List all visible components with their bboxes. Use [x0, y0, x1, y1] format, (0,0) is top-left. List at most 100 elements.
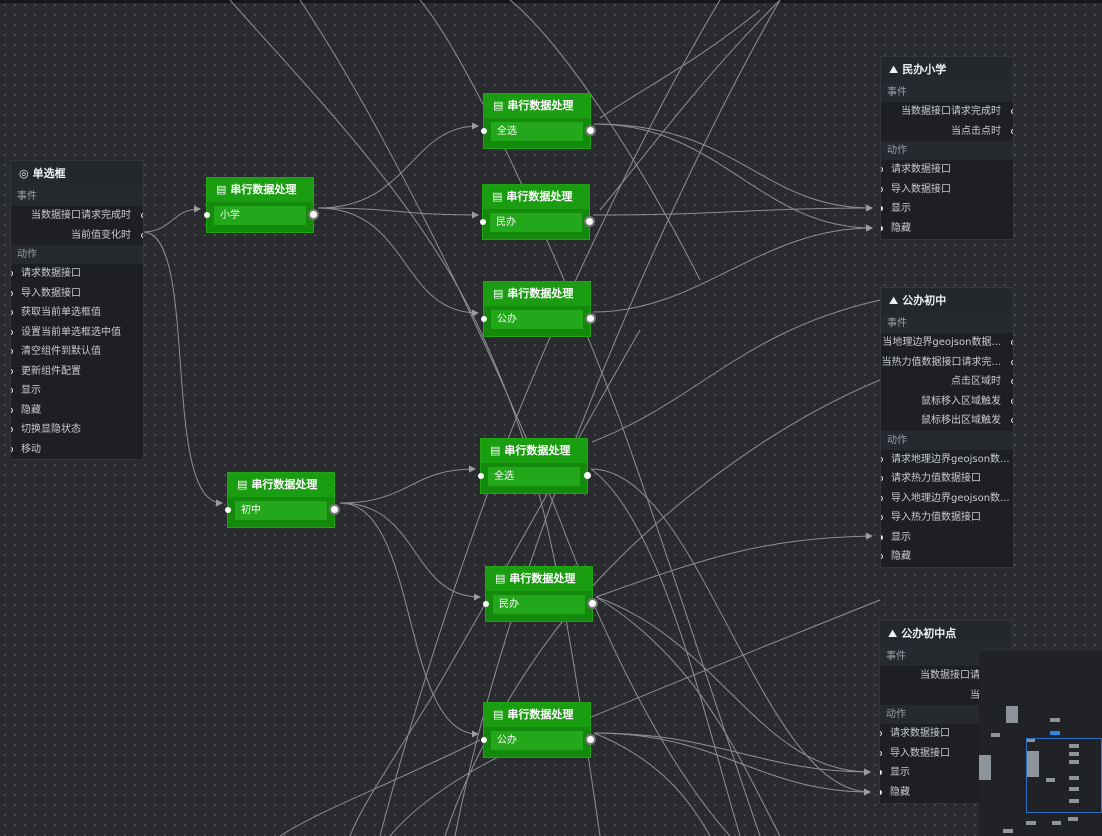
action-item[interactable]: 导入地理边界geojson数... — [881, 489, 1013, 509]
action-item[interactable]: 显示 — [881, 199, 1013, 219]
action-item[interactable]: 请求地理边界geojson数... — [881, 450, 1013, 470]
processor-node-label[interactable]: 全选 — [491, 122, 583, 141]
output-port[interactable] — [141, 213, 143, 218]
processor-node-label[interactable]: 小学 — [214, 206, 306, 225]
output-port[interactable] — [584, 216, 595, 227]
output-port[interactable] — [585, 313, 596, 324]
output-port[interactable] — [308, 209, 319, 220]
input-port[interactable] — [11, 329, 13, 335]
event-item[interactable]: 鼠标移入区域触发 — [881, 392, 1013, 412]
output-port[interactable] — [585, 125, 596, 136]
action-item[interactable]: 显示 — [880, 763, 1012, 783]
input-port[interactable] — [478, 473, 484, 479]
action-item[interactable]: 切换显隐状态 — [11, 420, 143, 440]
input-port[interactable] — [11, 271, 13, 276]
action-item[interactable]: 请求热力值数据接口 — [881, 469, 1013, 489]
event-item[interactable]: 当数据接口请求完成时 — [881, 102, 1013, 122]
processor-node-quanxuan-top[interactable]: ▤串行数据处理 全选 — [481, 93, 596, 149]
processor-node-header[interactable]: ▤串行数据处理 — [228, 473, 334, 497]
input-port[interactable] — [881, 167, 883, 172]
input-port[interactable] — [481, 128, 487, 134]
event-item[interactable]: 当地理边界geojson数据... — [881, 333, 1013, 353]
processor-node-label[interactable]: 公办 — [491, 310, 583, 329]
input-port[interactable] — [881, 534, 883, 540]
event-item[interactable]: 点击区域时 — [881, 372, 1013, 392]
processor-node-xiaoxue[interactable]: ▤串行数据处理 小学 — [204, 177, 319, 233]
processor-node-header[interactable]: ▤串行数据处理 — [484, 282, 590, 306]
input-port[interactable] — [11, 310, 13, 315]
input-port[interactable] — [11, 446, 13, 452]
input-port[interactable] — [880, 750, 882, 756]
action-item[interactable]: 导入数据接口 — [11, 284, 143, 304]
radio-component-panel[interactable]: ◎单选框 事件 当数据接口请求完成时 当前值变化时 动作 请求数据接口 导入数据… — [10, 160, 144, 460]
action-item[interactable]: 隐藏 — [11, 401, 143, 421]
input-port[interactable] — [881, 515, 883, 520]
action-item[interactable]: 清空组件到默认值 — [11, 342, 143, 362]
input-port[interactable] — [881, 476, 883, 481]
output-port[interactable] — [584, 472, 591, 479]
input-port[interactable] — [880, 731, 882, 736]
processor-node-label[interactable]: 民办 — [490, 213, 582, 232]
input-port[interactable] — [225, 507, 231, 513]
event-item[interactable]: 当数据接口请求完成时 — [11, 206, 143, 226]
input-port[interactable] — [880, 770, 882, 775]
processor-node-header[interactable]: ▤串行数据处理 — [484, 94, 590, 118]
target-component-title-bar[interactable]: ⛰公办初中 — [881, 288, 1013, 314]
action-item[interactable]: 导入数据接口 — [881, 180, 1013, 200]
input-port[interactable] — [483, 601, 489, 607]
processor-node-minban-bottom[interactable]: ▤串行数据处理 民办 — [483, 566, 598, 622]
processor-node-chuzhong[interactable]: ▤串行数据处理 初中 — [225, 472, 340, 528]
event-item[interactable]: 鼠标移出区域触发 — [881, 411, 1013, 431]
output-port[interactable] — [1011, 109, 1013, 114]
input-port[interactable] — [481, 737, 487, 743]
event-item[interactable]: 当点击点时 — [881, 122, 1013, 142]
minimap-viewport[interactable] — [1026, 738, 1102, 813]
action-item[interactable]: 设置当前单选框选中值 — [11, 323, 143, 343]
processor-node-label[interactable]: 民办 — [493, 595, 585, 614]
input-port[interactable] — [881, 456, 883, 462]
input-port[interactable] — [480, 219, 486, 225]
processor-node-label[interactable]: 全选 — [488, 467, 580, 486]
event-item[interactable]: 当前值变化时 — [11, 226, 143, 246]
action-item[interactable]: 请求数据接口 — [881, 160, 1013, 180]
action-item[interactable]: 隐藏 — [880, 783, 1012, 803]
action-item[interactable]: 隐藏 — [881, 547, 1013, 567]
input-port[interactable] — [11, 388, 13, 393]
action-item[interactable]: 显示 — [881, 528, 1013, 548]
input-port[interactable] — [11, 349, 13, 354]
input-port[interactable] — [11, 407, 13, 413]
radio-component-title-bar[interactable]: ◎单选框 — [11, 161, 143, 187]
processor-node-header[interactable]: ▤串行数据处理 — [486, 567, 592, 591]
target-component-gongban-chuzhong[interactable]: ⛰公办初中 事件 当地理边界geojson数据... 当热力值数据接口请求完..… — [880, 287, 1014, 568]
output-port[interactable] — [1011, 359, 1013, 365]
minimap[interactable] — [979, 651, 1102, 836]
processor-node-label[interactable]: 初中 — [235, 501, 327, 520]
input-port[interactable] — [11, 368, 13, 374]
input-port[interactable] — [481, 316, 487, 322]
output-port[interactable] — [141, 232, 143, 238]
output-port[interactable] — [1011, 398, 1013, 404]
target-component-minban-xiaoxue[interactable]: ⛰民办小学 事件 当数据接口请求完成时 当点击点时 动作 请求数据接口 导入数据… — [880, 56, 1014, 240]
input-port[interactable] — [11, 427, 13, 432]
processor-node-gongban-top[interactable]: ▤串行数据处理 公办 — [481, 281, 596, 337]
processor-node-header[interactable]: ▤串行数据处理 — [481, 439, 587, 463]
output-port[interactable] — [329, 504, 340, 515]
output-port[interactable] — [1011, 128, 1013, 134]
processor-node-header[interactable]: ▤串行数据处理 — [484, 703, 590, 727]
input-port[interactable] — [881, 206, 883, 211]
action-item[interactable]: 导入热力值数据接口 — [881, 508, 1013, 528]
target-component-title-bar[interactable]: ⛰公办初中点 — [880, 621, 1012, 647]
processor-node-header[interactable]: ▤串行数据处理 — [483, 185, 589, 209]
action-item[interactable]: 请求数据接口 — [880, 724, 1012, 744]
event-item[interactable]: 当热力值数据接口请求完... — [881, 353, 1013, 373]
action-item[interactable]: 导入数据接口 — [880, 744, 1012, 764]
target-component-title-bar[interactable]: ⛰民办小学 — [881, 57, 1013, 83]
action-item[interactable]: 请求数据接口 — [11, 264, 143, 284]
input-port[interactable] — [881, 225, 883, 231]
output-port[interactable] — [1011, 379, 1013, 384]
input-port[interactable] — [881, 186, 883, 192]
processor-node-gongban-bottom[interactable]: ▤串行数据处理 公办 — [481, 702, 596, 758]
input-port[interactable] — [881, 554, 883, 559]
output-port[interactable] — [587, 598, 598, 609]
output-port[interactable] — [1011, 340, 1013, 345]
